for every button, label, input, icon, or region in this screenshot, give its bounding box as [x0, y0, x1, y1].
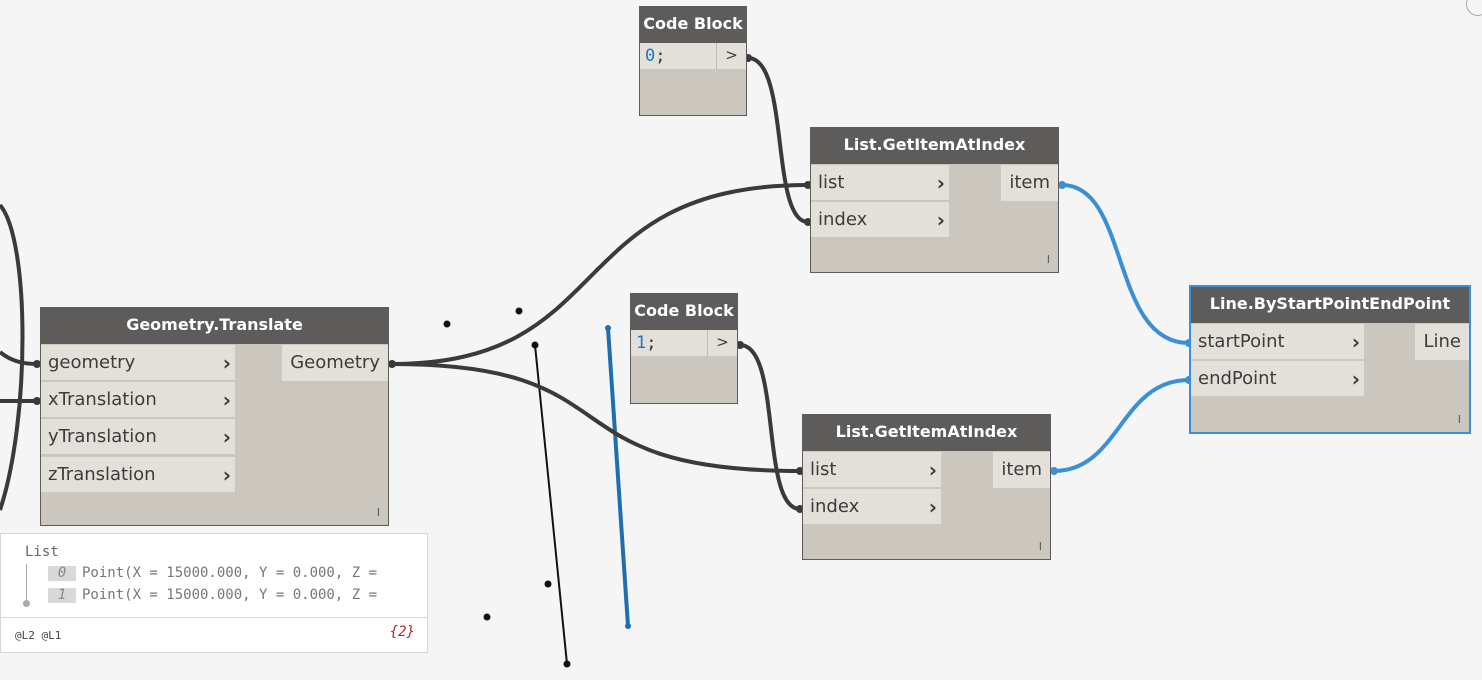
node-title[interactable]: Code Block — [640, 7, 746, 43]
corner-control-icon[interactable] — [1466, 0, 1482, 16]
preview-point — [544, 580, 552, 588]
list-levels[interactable]: @L2 @L1 — [15, 629, 62, 642]
preview-point — [483, 613, 491, 621]
port-label: xTranslation — [48, 389, 157, 410]
port-label: list — [810, 459, 837, 480]
node-title[interactable]: Geometry.Translate — [41, 308, 388, 344]
line-by-start-end-node[interactable]: Line.ByStartPointEndPoint startPoint › en… — [1189, 285, 1471, 434]
preview-point — [443, 320, 451, 328]
tree-dot-icon — [23, 600, 30, 607]
tree-line — [26, 564, 27, 604]
chevron-right-icon: › — [222, 463, 231, 487]
chevron-right-icon: › — [936, 171, 945, 195]
code-output-port[interactable]: > — [716, 43, 746, 69]
input-port-startpoint[interactable]: startPoint › — [1191, 324, 1364, 360]
preview-value: Point(X = 15000.000, Y = 0.000, Z = — [82, 587, 378, 603]
wire-item-to-endpoint[interactable] — [1053, 378, 1190, 473]
preview-point — [515, 307, 523, 315]
preview-point — [605, 325, 611, 331]
output-port-line[interactable]: Line — [1415, 324, 1469, 360]
input-port-list[interactable]: list › — [803, 452, 941, 488]
wire-cb0-to-index[interactable] — [747, 56, 809, 224]
code-suffix: ; — [646, 333, 657, 353]
chevron-right-icon: › — [1351, 330, 1360, 354]
preview-footer: @L2 @L1 {2} — [1, 617, 427, 652]
port-label: yTranslation — [48, 426, 157, 447]
code-block-node-1[interactable]: Code Block 1; > — [630, 293, 738, 404]
port-label: list — [818, 172, 845, 193]
preview-point — [531, 341, 539, 349]
preview-row: 0 Point(X = 15000.000, Y = 0.000, Z = — [48, 565, 377, 581]
lacing-indicator[interactable]: I — [1046, 253, 1050, 266]
port-label: index — [810, 496, 860, 517]
node-title[interactable]: List.GetItemAtIndex — [803, 415, 1050, 451]
wire-geometry-to-list-top[interactable] — [391, 183, 809, 366]
input-port-index[interactable]: index › — [811, 202, 949, 238]
geometry-translate-node[interactable]: Geometry.Translate geometry › xTranslatio… — [40, 307, 389, 526]
lacing-indicator[interactable]: I — [376, 506, 380, 519]
output-port-item[interactable]: item — [993, 452, 1050, 488]
preview-point — [625, 623, 631, 629]
get-item-at-index-node-top[interactable]: List.GetItemAtIndex list › index › item I — [810, 127, 1059, 273]
chevron-right-icon: › — [222, 388, 231, 412]
code-editor[interactable]: 0; — [640, 43, 716, 69]
wire-cb1-to-index[interactable] — [739, 343, 801, 511]
node-title[interactable]: List.GetItemAtIndex — [811, 128, 1058, 164]
lacing-indicator[interactable]: I — [1457, 413, 1461, 426]
code-value: 0 — [645, 46, 656, 66]
code-value: 1 — [636, 333, 647, 353]
get-item-at-index-node-bottom[interactable]: List.GetItemAtIndex list › index › item I — [802, 414, 1051, 560]
input-port-endpoint[interactable]: endPoint › — [1191, 361, 1364, 397]
input-port-xtranslation[interactable]: xTranslation › — [41, 382, 235, 418]
code-block-node-0[interactable]: Code Block 0; > — [639, 6, 747, 116]
chevron-right-icon: › — [936, 208, 945, 232]
wire-item-to-startpoint[interactable] — [1061, 183, 1190, 345]
input-port-list[interactable]: list › — [811, 165, 949, 201]
preview-list-title: List — [25, 544, 59, 560]
wire-offscreen-geometry[interactable] — [0, 350, 38, 366]
port-label: endPoint — [1198, 368, 1277, 389]
code-editor[interactable]: 1; — [631, 330, 707, 356]
preview-line-selected — [606, 327, 630, 627]
preview-value: Point(X = 15000.000, Y = 0.000, Z = — [82, 565, 378, 581]
chevron-right-icon: › — [222, 351, 231, 375]
preview-row: 1 Point(X = 15000.000, Y = 0.000, Z = — [48, 587, 377, 603]
chevron-right-icon: › — [1351, 367, 1360, 391]
chevron-right-icon: › — [928, 458, 937, 482]
input-port-geometry[interactable]: geometry › — [41, 345, 235, 381]
output-port-geometry[interactable]: Geometry — [282, 345, 388, 381]
port-label: startPoint — [1198, 331, 1285, 352]
input-port-ytranslation[interactable]: yTranslation › — [41, 419, 235, 455]
preview-point — [563, 660, 571, 668]
preview-index: 0 — [48, 566, 76, 581]
chevron-right-icon: › — [222, 425, 231, 449]
port-label: index — [818, 209, 868, 230]
code-suffix: ; — [655, 46, 666, 66]
port-label: geometry — [48, 352, 136, 373]
port-label: zTranslation — [48, 464, 156, 485]
wire-offscreen-1[interactable] — [0, 203, 25, 511]
input-port-index[interactable]: index › — [803, 489, 941, 525]
output-port-item[interactable]: item — [1001, 165, 1058, 201]
chevron-right-icon: › — [928, 495, 937, 519]
node-title[interactable]: Line.ByStartPointEndPoint — [1191, 287, 1469, 323]
code-output-port[interactable]: > — [707, 330, 737, 356]
wire-geometry-to-list-bottom[interactable] — [391, 362, 801, 473]
preview-index: 1 — [48, 588, 76, 603]
node-title[interactable]: Code Block — [631, 294, 737, 330]
input-port-ztranslation[interactable]: zTranslation › — [41, 457, 235, 493]
item-count: {2} — [389, 624, 415, 640]
lacing-indicator[interactable]: I — [1038, 540, 1042, 553]
